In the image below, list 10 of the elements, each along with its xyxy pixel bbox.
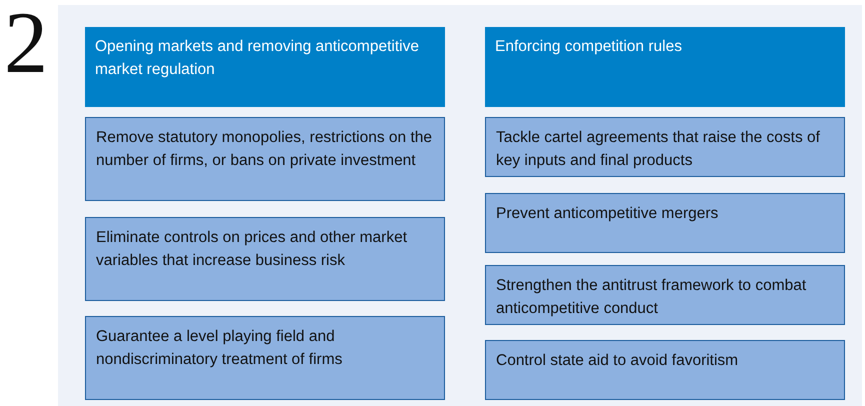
item-box: Eliminate controls on prices and other market variables that increase business risk	[85, 217, 445, 301]
header-box: Opening markets and removing anticompetitive market regulation	[85, 27, 445, 107]
item-box: Remove statutory monopolies, restrictions on the number of firms, or bans on private investment	[85, 117, 445, 201]
item-box: Tackle cartel agreements that raise the costs of key inputs and final products	[485, 117, 845, 177]
item-box: Strengthen the antitrust framework to combat anticompetitive conduct	[485, 265, 845, 325]
header-box: Enforcing competition rules	[485, 27, 845, 107]
item-box: Prevent anticompetitive mergers	[485, 193, 845, 253]
section-number: 2	[4, 0, 48, 94]
item-box: Control state aid to avoid favoritism	[485, 340, 845, 400]
item-box: Guarantee a level playing field and nondiscriminatory treatment of firms	[85, 316, 445, 400]
